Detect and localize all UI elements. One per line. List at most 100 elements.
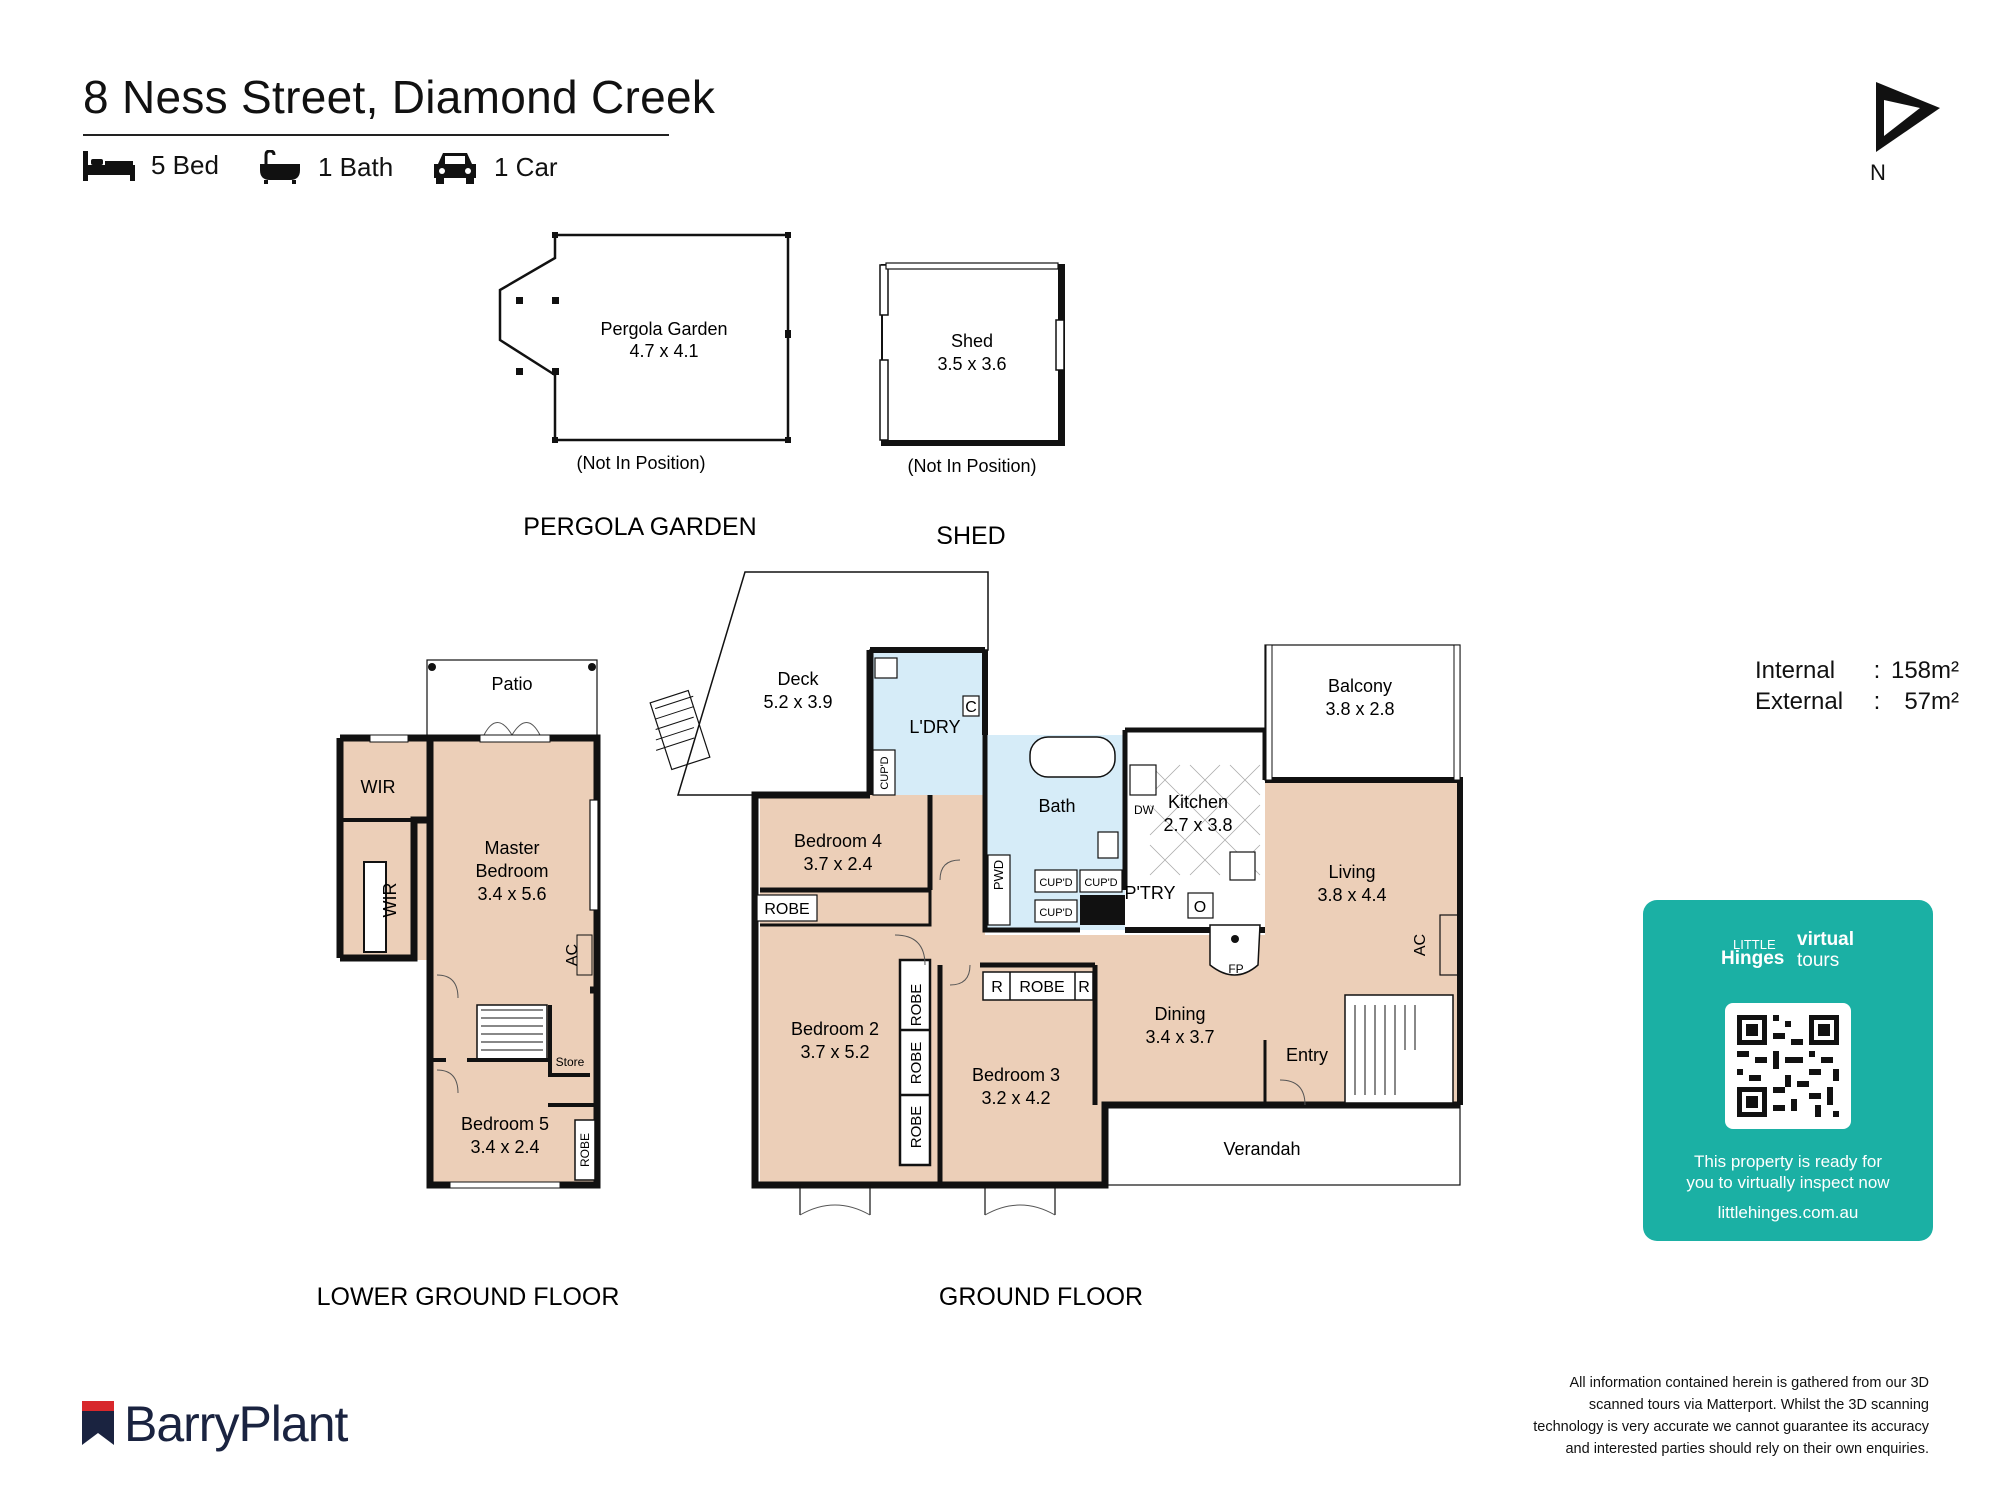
dining-size: 3.4 x 3.7 (1145, 1027, 1214, 1047)
living-name: Living (1328, 862, 1375, 882)
bedroom3-name: Bedroom 3 (972, 1065, 1060, 1085)
bed2-robe-2: ROBE (908, 1042, 925, 1085)
balcony-name: Balcony (1328, 676, 1392, 696)
fp-label: FP (1228, 962, 1243, 976)
cars-text: 1 Car (494, 151, 558, 182)
master-line2: Bedroom (475, 861, 548, 881)
pergola-name: Pergola Garden (600, 319, 727, 339)
disclaimer-line4: and interested parties should rely on th… (1565, 1441, 1929, 1457)
kitchen-name: Kitchen (1168, 792, 1228, 812)
ground-floor-plan: Deck 5.2 x 3.9 Balcony 3.8 x 2.8 (649, 571, 1463, 1216)
kitchen-size: 2.7 x 3.8 (1163, 815, 1232, 835)
laundry-cupd: CUP'D (879, 756, 891, 789)
promo-tours: tours (1797, 950, 1840, 971)
promo-url[interactable]: littlehinges.com.au (1717, 1203, 1859, 1222)
ptry-label: P'TRY (1124, 883, 1175, 903)
disclaimer: All information contained herein is gath… (1459, 1372, 1929, 1460)
shed-plan: Shed 3.5 x 3.6 (Not In Position) (879, 262, 1065, 476)
bedroom5-size: 3.4 x 2.4 (470, 1137, 539, 1157)
disclaimer-line1: All information contained herein is gath… (1569, 1375, 1929, 1391)
pergola-garden-plan: Pergola Garden 4.7 x 4.1 (Not In Positio… (498, 232, 791, 473)
lg-ac: AC (564, 944, 581, 966)
dining-name: Dining (1154, 1004, 1205, 1024)
promo-brand: Hinges (1721, 948, 1785, 969)
laundry-c: C (965, 699, 977, 716)
cupd-3: CUP'D (1039, 907, 1072, 919)
shed-heading: SHED (936, 522, 1005, 550)
lower-ground-plan: Patio WIR WIR Master Bedroom 3.4 x 5.6 A… (336, 659, 601, 1189)
deck-size: 5.2 x 3.9 (763, 692, 832, 712)
pergola-note: (Not In Position) (576, 453, 705, 473)
shed-size: 3.5 x 3.6 (937, 354, 1006, 374)
promo-brand-small: LITTLE (1733, 937, 1776, 952)
living-size: 3.8 x 4.4 (1317, 885, 1386, 905)
bedroom4-size: 3.7 x 2.4 (803, 854, 872, 874)
car-icon (434, 153, 476, 184)
pergola-size: 4.7 x 4.1 (629, 341, 698, 361)
bedroom2-name: Bedroom 2 (791, 1019, 879, 1039)
barryplant-mark-icon (82, 1401, 114, 1445)
bed3-r1: R (991, 979, 1003, 996)
kitchen-o: O (1194, 899, 1206, 916)
cupd-1: CUP'D (1039, 877, 1072, 889)
bed-icon (83, 150, 135, 181)
laundry-label: L'DRY (909, 717, 960, 737)
store-label: Store (556, 1055, 585, 1069)
baths-text: 1 Bath (318, 151, 394, 182)
bath-label: Bath (1038, 796, 1075, 816)
baths-feature: 1 Bath (258, 150, 393, 184)
internal-value: 158m² (1890, 657, 1959, 684)
barryplant-logo: BarryPlant (82, 1395, 348, 1453)
disclaimer-line3: technology is very accurate we cannot gu… (1533, 1419, 1929, 1435)
bed3-robe: ROBE (1019, 979, 1064, 996)
internal-separator: : (1873, 657, 1881, 684)
promo-msg-line1: This property is ready for (1693, 1152, 1882, 1171)
title-divider (83, 134, 669, 136)
bedroom2-size: 3.7 x 5.2 (800, 1042, 869, 1062)
pergola-heading: PERGOLA GARDEN (523, 513, 756, 541)
bath-icon (260, 150, 300, 184)
master-size: 3.4 x 5.6 (477, 884, 546, 904)
area-stats: Internal:158m² External:57m² (1755, 655, 1959, 717)
cars-feature: 1 Car (432, 150, 558, 184)
verandah-label: Verandah (1223, 1139, 1300, 1159)
bedroom5-name: Bedroom 5 (461, 1114, 549, 1134)
bedroom4-name: Bedroom 4 (794, 831, 882, 851)
lg-wir-2: WIR (380, 883, 400, 918)
external-separator: : (1873, 688, 1881, 715)
bedroom3-size: 3.2 x 4.2 (981, 1088, 1050, 1108)
qr-code-icon[interactable] (1725, 1003, 1851, 1129)
deck-name: Deck (777, 669, 819, 689)
virtual-tour-panel[interactable]: LITTLE Hinges virtual tours This propert… (1643, 900, 1933, 1241)
promo-virtual: virtual (1797, 929, 1855, 950)
ground-floor-heading: GROUND FLOOR (939, 1283, 1143, 1311)
bed3-r2: R (1078, 979, 1090, 996)
external-label: External (1755, 688, 1844, 715)
cupd-2: CUP'D (1084, 877, 1117, 889)
page-title: 8 Ness Street, Diamond Creek (83, 71, 716, 123)
north-arrow: N (1870, 82, 1940, 185)
barryplant-text: BarryPlant (124, 1396, 348, 1452)
lg-wir-1: WIR (361, 777, 396, 797)
pwd-label: PWD (991, 860, 1006, 890)
entry-label: Entry (1286, 1045, 1328, 1065)
shed-note: (Not In Position) (907, 456, 1036, 476)
promo-msg-line2: you to virtually inspect now (1686, 1173, 1890, 1192)
internal-label: Internal (1755, 657, 1836, 684)
living-ac: AC (1412, 934, 1429, 956)
master-line1: Master (484, 838, 539, 858)
shed-name: Shed (951, 331, 993, 351)
bed4-robe: ROBE (764, 901, 809, 918)
lower-ground-heading: LOWER GROUND FLOOR (317, 1283, 620, 1311)
bed2-robe-1: ROBE (908, 984, 925, 1027)
balcony-size: 3.8 x 2.8 (1325, 699, 1394, 719)
patio-label: Patio (491, 674, 532, 694)
bed2-robe-3: ROBE (908, 1106, 925, 1149)
promo-message: This property is ready for you to virtua… (1643, 1151, 1933, 1193)
beds-text: 5 Bed (151, 150, 219, 180)
kitchen-dw: DW (1134, 803, 1155, 817)
lg-robe: ROBE (578, 1133, 592, 1167)
external-value: 57m² (1904, 688, 1959, 715)
compass-label: N (1870, 160, 1886, 185)
